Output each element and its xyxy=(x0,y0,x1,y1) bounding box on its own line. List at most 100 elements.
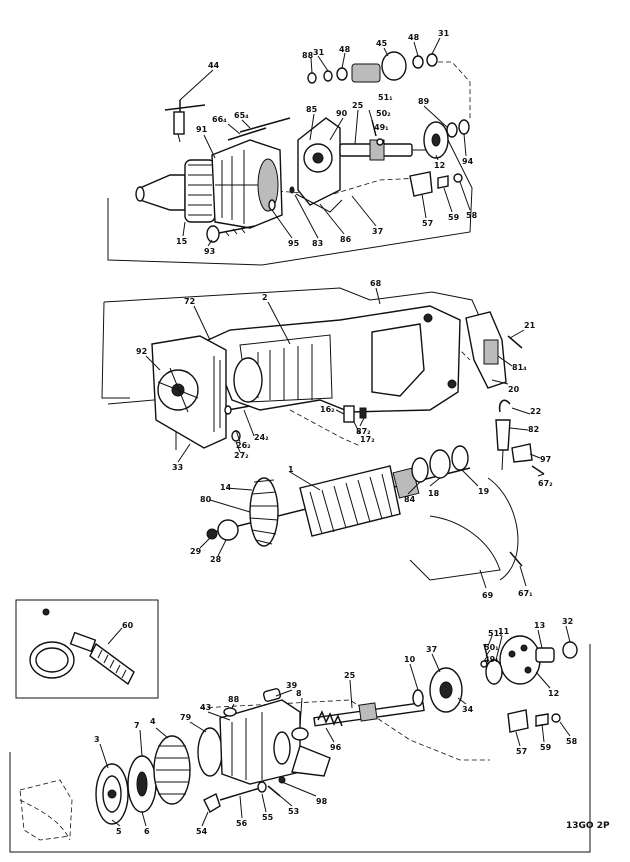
chuck-outline-icon xyxy=(19,779,73,841)
callout-91: 91 xyxy=(196,125,208,134)
callout-24: 24₂ xyxy=(254,433,269,442)
callout-5: 5 xyxy=(116,827,122,836)
callout-18: 18 xyxy=(428,489,440,498)
screw-67-b-icon xyxy=(509,551,523,567)
clip-57b-icon xyxy=(507,709,529,733)
leader-lines-bottom xyxy=(99,625,571,827)
leader-lines-middle xyxy=(145,287,545,589)
gear-11-icon xyxy=(485,659,503,685)
callout-49b: 49₁ xyxy=(484,655,499,664)
gear-7-icon xyxy=(127,755,157,813)
callout-32: 32 xyxy=(562,617,573,626)
bearing-3-icon xyxy=(95,763,129,825)
callout-25b: 25 xyxy=(344,671,356,680)
callout-87: 87₂ xyxy=(356,427,371,436)
washer-49-icon xyxy=(376,138,384,146)
bearing-18-icon xyxy=(429,449,451,479)
chuck-key-icon xyxy=(164,100,206,143)
callout-34: 34 xyxy=(462,705,474,714)
bearing-28-icon xyxy=(217,519,239,541)
callout-69: 69 xyxy=(482,591,494,600)
callout-48: 48 xyxy=(339,45,351,54)
callout-44: 44 xyxy=(208,61,220,70)
callout-37b: 37 xyxy=(426,645,437,654)
pin-66-icon xyxy=(227,127,267,141)
cap-32-icon xyxy=(562,641,578,659)
callout-3: 3 xyxy=(94,735,100,744)
leader-60 xyxy=(107,627,123,645)
screw-93-icon xyxy=(206,225,256,243)
callout-6: 6 xyxy=(144,827,150,836)
callout-67b: 67₂ xyxy=(538,479,553,488)
callout-39: 39 xyxy=(286,681,298,690)
callout-11: 11 xyxy=(498,627,510,636)
side-handle-icon xyxy=(29,631,135,686)
power-cable-icon xyxy=(487,399,519,581)
callout-31: 31 xyxy=(313,48,325,57)
callouts-top: 44 88 31 48 45 48 31 66₄ 65₄ 85 90 25 51… xyxy=(176,29,478,256)
callout-56: 56 xyxy=(236,819,248,828)
callout-66: 66₄ xyxy=(212,115,227,124)
washer-88-icon xyxy=(223,707,237,717)
fan-icon xyxy=(249,477,279,547)
bearing-29-icon xyxy=(206,528,218,540)
spring-96-icon xyxy=(317,710,343,727)
callout-96: 96 xyxy=(330,743,342,752)
callout-53: 53 xyxy=(288,807,299,816)
trigger-switch-icon xyxy=(465,311,523,389)
washer-10-icon xyxy=(412,689,424,707)
callout-94: 94 xyxy=(462,157,474,166)
callouts-bottom: 51₂ 13 32 50₁ 11 49₁ 10 37 12 39 25 88 8… xyxy=(94,617,578,836)
callout-72: 72 xyxy=(184,297,195,306)
end-cap-icon xyxy=(151,335,227,449)
pin-51b-icon xyxy=(483,643,489,661)
callout-59b: 59 xyxy=(540,743,552,752)
callout-59: 59 xyxy=(448,213,460,222)
callout-57: 57 xyxy=(422,219,433,228)
callout-19: 19 xyxy=(478,487,490,496)
callout-1: 1 xyxy=(288,465,294,474)
middle-assembly-group: 68 72 2 21 92 81₄ 20 22 16₂ 87₂ 82 24₂ 2… xyxy=(101,279,553,600)
callout-17: 17₂ xyxy=(360,435,375,444)
screw-67-icon xyxy=(531,465,545,475)
callout-25: 25 xyxy=(352,101,364,110)
callout-31b: 31 xyxy=(438,29,450,38)
callout-48b: 48 xyxy=(408,33,420,42)
callout-12: 12 xyxy=(434,161,445,170)
callout-37: 37 xyxy=(372,227,383,236)
callout-54: 54 xyxy=(196,827,208,836)
callout-95: 95 xyxy=(288,239,300,248)
callout-51: 51₁ xyxy=(378,93,393,102)
callout-93: 93 xyxy=(204,247,215,256)
callout-92: 92 xyxy=(136,347,147,356)
callout-88b: 88 xyxy=(228,695,240,704)
callout-49: 49₁ xyxy=(374,123,389,132)
pin-95-icon xyxy=(268,199,276,211)
callout-97: 97 xyxy=(540,455,551,464)
callout-22: 22 xyxy=(530,407,541,416)
callout-50b: 50₁ xyxy=(484,643,499,652)
clip-57-icon xyxy=(409,171,433,197)
callout-20: 20 xyxy=(508,385,520,394)
motor-housing-icon xyxy=(207,305,461,413)
pin-51-icon xyxy=(371,119,377,137)
callout-13: 13 xyxy=(534,621,545,630)
callout-14: 14 xyxy=(220,483,232,492)
gear-12b-icon xyxy=(499,635,541,685)
gear-plate-icon xyxy=(295,117,343,213)
spring-59-icon xyxy=(437,175,449,189)
callout-7: 7 xyxy=(134,721,140,730)
spindle-shaft-icon xyxy=(291,701,425,741)
callout-83: 83 xyxy=(312,239,323,248)
drawing-code: 13GO 2P xyxy=(566,821,610,831)
gear-37-icon xyxy=(429,667,463,713)
pin-83-icon xyxy=(289,186,295,194)
armature-icon xyxy=(213,465,471,537)
washer-89-icon xyxy=(446,122,458,138)
small-screws-icon xyxy=(224,405,251,442)
callout-45: 45 xyxy=(376,39,388,48)
callout-80: 80 xyxy=(200,495,212,504)
washer-94-icon xyxy=(458,119,470,135)
callout-43: 43 xyxy=(200,703,211,712)
